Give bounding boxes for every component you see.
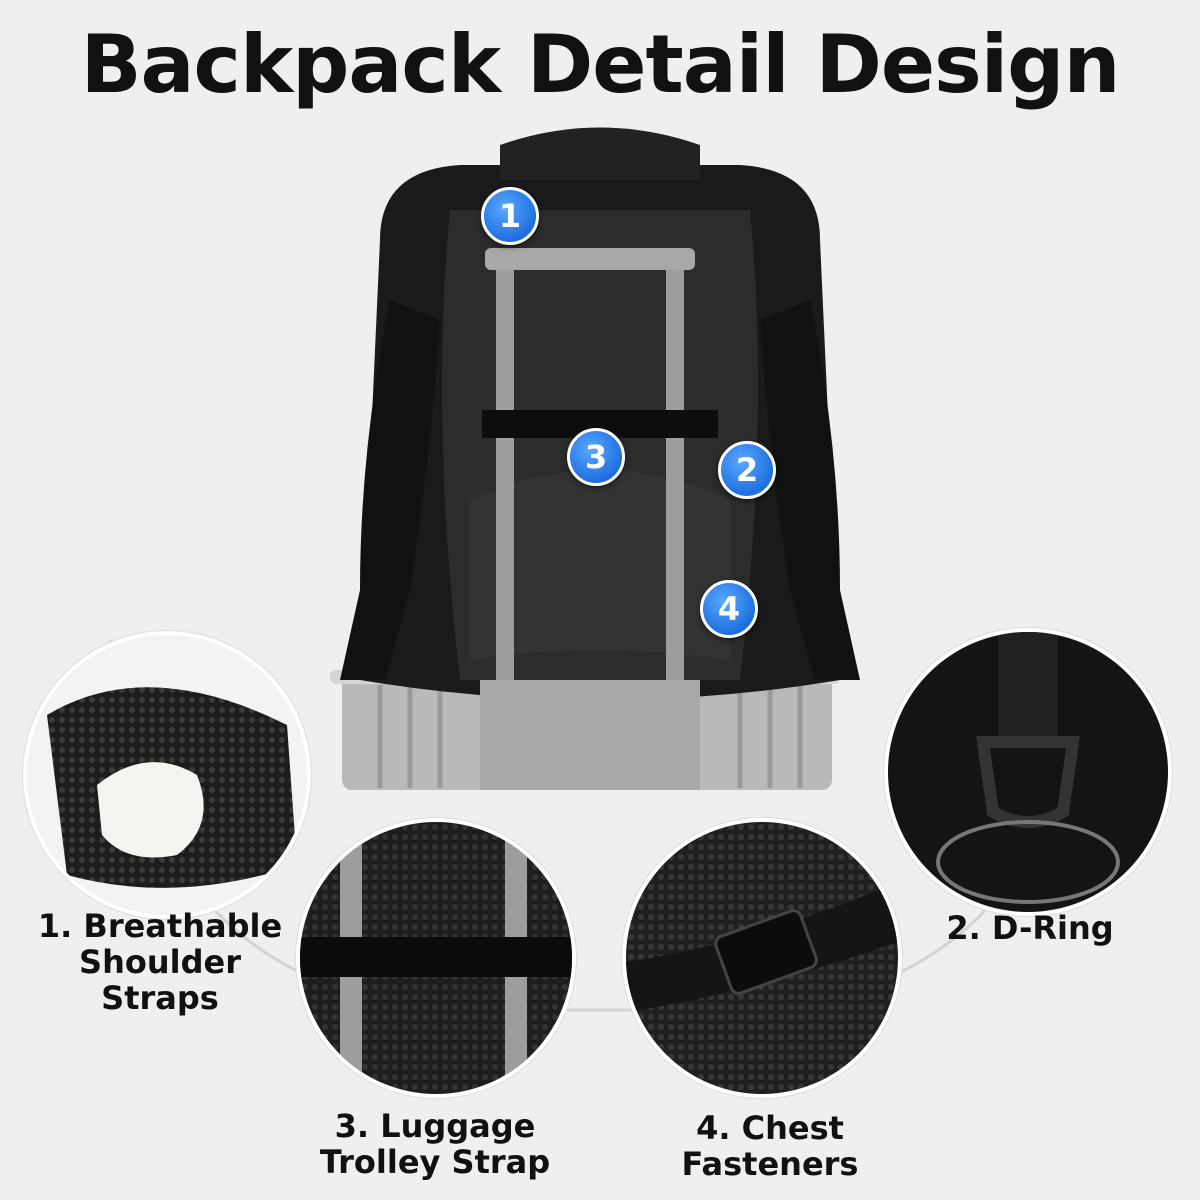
badge-4: 4 [700, 580, 758, 638]
detail-image-trolley-strap [300, 822, 572, 1094]
detail-image-chest-fasteners [626, 822, 898, 1094]
feature-label-line: Trolley Strap [319, 1143, 551, 1181]
feature-label-d-ring: 2. D-Ring [905, 910, 1155, 946]
detail-image-shoulder-straps [27, 635, 307, 915]
feature-label-chest-fasteners: 4. Chest Fasteners [640, 1110, 900, 1182]
feature-label-trolley-strap: 3. Luggage Trolley Strap [290, 1108, 580, 1180]
feature-label-line: 4. Chest [696, 1109, 844, 1147]
badge-1: 1 [481, 187, 539, 245]
feature-label-line: Fasteners [681, 1145, 859, 1183]
badge-3: 3 [567, 428, 625, 486]
detail-image-d-ring [888, 632, 1168, 912]
feature-label-line: 3. Luggage [334, 1107, 536, 1145]
feature-label-line: Shoulder [79, 943, 241, 981]
page-title: Backpack Detail Design [80, 18, 1121, 111]
feature-label-line: 2. D-Ring [946, 909, 1114, 947]
badge-2: 2 [718, 441, 776, 499]
feature-label-line: 1. Breathable [37, 907, 283, 945]
feature-label-line: Straps [101, 979, 219, 1017]
feature-label-shoulder-straps: 1. Breathable Shoulder Straps [20, 908, 300, 1016]
